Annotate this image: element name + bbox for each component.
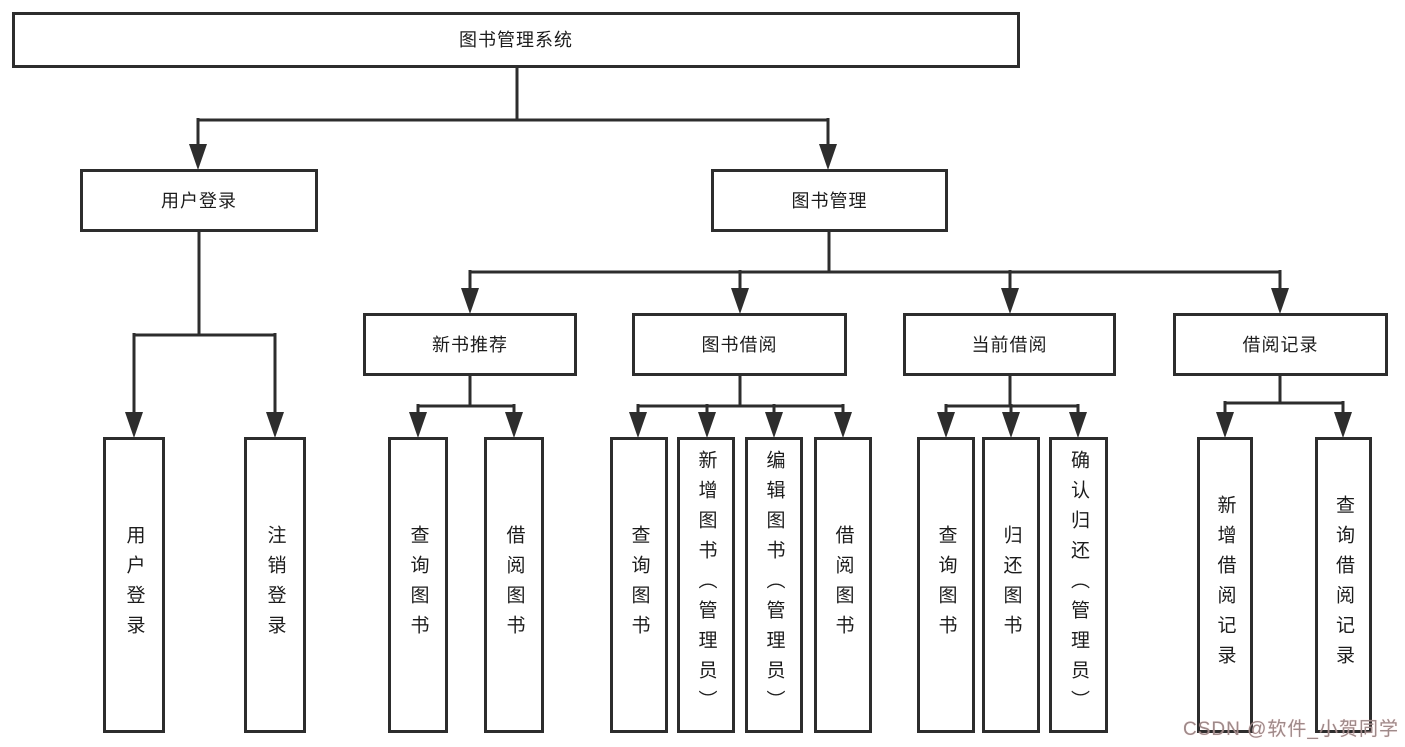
leaf-record-add-borrow-record: 新增借阅记录 bbox=[1197, 437, 1253, 733]
csdn-watermark: CSDN @软件_小贺同学 bbox=[1183, 719, 1399, 740]
connector-new-book-to-leaves bbox=[409, 376, 523, 438]
node-book-management: 图书管理 bbox=[711, 169, 948, 232]
leaf-borrow-edit-books-admin: 编辑图书（管理员） bbox=[745, 437, 803, 733]
connector-user-login-to-leaves bbox=[125, 232, 284, 438]
connector-book-mgmt-to-level3 bbox=[461, 232, 1289, 314]
leaf-user-login: 用户登录 bbox=[103, 437, 165, 733]
leaf-newbook-query-books: 查询图书 bbox=[388, 437, 448, 733]
connector-borrow-record-to-leaves bbox=[1216, 376, 1352, 438]
leaf-current-confirm-return-admin: 确认归还（管理员） bbox=[1049, 437, 1108, 733]
node-new-book-recommend: 新书推荐 bbox=[363, 313, 577, 376]
connector-book-borrow-to-leaves bbox=[629, 376, 852, 438]
node-root-system: 图书管理系统 bbox=[12, 12, 1020, 68]
leaf-borrow-add-books-admin: 新增图书（管理员） bbox=[677, 437, 735, 733]
connector-current-borrow-to-leaves bbox=[937, 376, 1087, 438]
leaf-newbook-borrow-books: 借阅图书 bbox=[484, 437, 544, 733]
connector-root-to-level2 bbox=[189, 68, 837, 170]
node-borrow-record: 借阅记录 bbox=[1173, 313, 1388, 376]
leaf-current-query-books: 查询图书 bbox=[917, 437, 975, 733]
node-user-login: 用户登录 bbox=[80, 169, 318, 232]
leaf-current-return-books: 归还图书 bbox=[982, 437, 1040, 733]
leaf-logout: 注销登录 bbox=[244, 437, 306, 733]
leaf-borrow-borrow-books: 借阅图书 bbox=[814, 437, 872, 733]
node-current-borrow: 当前借阅 bbox=[903, 313, 1116, 376]
leaf-borrow-query-books: 查询图书 bbox=[610, 437, 668, 733]
node-book-borrow: 图书借阅 bbox=[632, 313, 847, 376]
leaf-record-query-borrow-record: 查询借阅记录 bbox=[1315, 437, 1372, 733]
